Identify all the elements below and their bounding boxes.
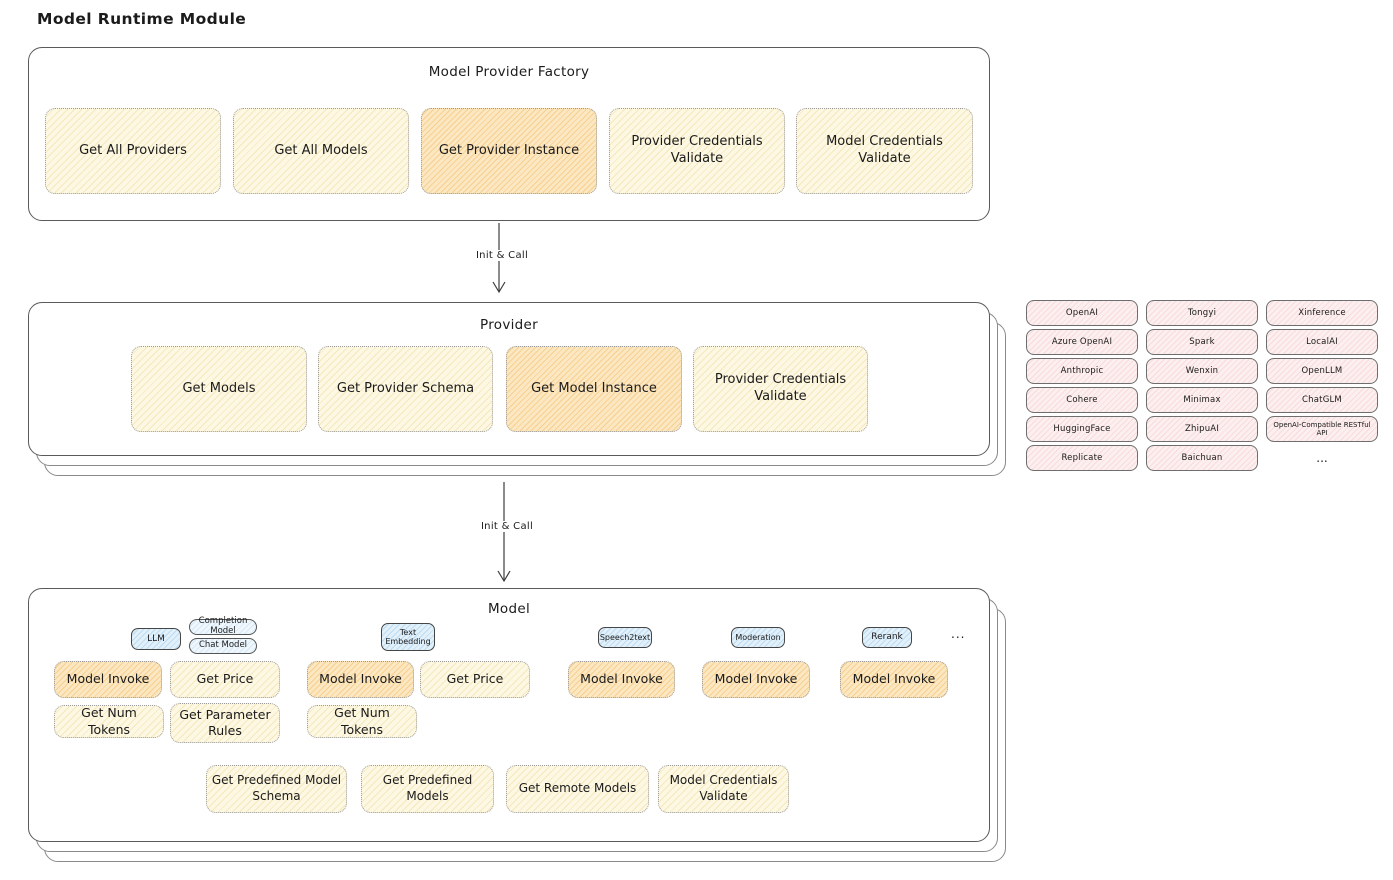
provider-chip-spark: Spark bbox=[1146, 329, 1258, 355]
provider-chip-tongyi: Tongyi bbox=[1146, 300, 1258, 326]
tab-speech2text: Speech2text bbox=[598, 627, 652, 648]
provider-chip-minimax: Minimax bbox=[1146, 387, 1258, 413]
node-get-all-providers: Get All Providers bbox=[45, 108, 221, 194]
tab-chat-model: Chat Model bbox=[189, 638, 257, 654]
provider-name-grid: OpenAI Tongyi Xinference Azure OpenAI Sp… bbox=[1026, 300, 1378, 471]
provider-chip-huggingface: HuggingFace bbox=[1026, 416, 1138, 442]
init-call-label-2: Init & Call bbox=[468, 521, 546, 532]
node-te-get-price: Get Price bbox=[420, 661, 530, 698]
tab-llm: LLM bbox=[131, 628, 181, 650]
node-get-remote-models: Get Remote Models bbox=[506, 765, 649, 813]
node-mod-model-invoke: Model Invoke bbox=[702, 661, 810, 698]
page-title: Model Runtime Module bbox=[37, 10, 247, 28]
tab-text-embedding: Text Embedding bbox=[381, 623, 435, 651]
node-provider-credentials-validate-2: Provider Credentials Validate bbox=[693, 346, 868, 432]
node-llm-get-num-tokens: Get Num Tokens bbox=[54, 705, 164, 738]
provider-chip-anthropic: Anthropic bbox=[1026, 358, 1138, 384]
provider-container: Provider Get Models Get Provider Schema … bbox=[28, 302, 990, 456]
model-title: Model bbox=[487, 601, 531, 617]
provider-chip-xinference: Xinference bbox=[1266, 300, 1378, 326]
provider-chip-openllm: OpenLLM bbox=[1266, 358, 1378, 384]
provider-chip-azure-openai: Azure OpenAI bbox=[1026, 329, 1138, 355]
node-llm-model-invoke: Model Invoke bbox=[54, 661, 162, 698]
node-te-model-invoke: Model Invoke bbox=[307, 661, 414, 698]
node-get-models: Get Models bbox=[131, 346, 307, 432]
provider-chip-wenxin: Wenxin bbox=[1146, 358, 1258, 384]
factory-title: Model Provider Factory bbox=[428, 64, 590, 80]
node-model-credentials-validate: Model Credentials Validate bbox=[796, 108, 973, 194]
node-model-credentials-validate-2: Model Credentials Validate bbox=[658, 765, 789, 813]
tab-completion-model: Completion Model bbox=[189, 616, 257, 636]
factory-container: Model Provider Factory Get All Providers… bbox=[28, 47, 990, 221]
provider-title: Provider bbox=[480, 317, 538, 333]
node-get-model-instance: Get Model Instance bbox=[506, 346, 682, 432]
model-container: Model LLM Completion Model Chat Model Te… bbox=[28, 588, 990, 842]
node-get-all-models: Get All Models bbox=[233, 108, 409, 194]
tab-rerank: Rerank bbox=[862, 627, 912, 648]
provider-chip-localai: LocalAI bbox=[1266, 329, 1378, 355]
node-llm-get-parameter-rules: Get Parameter Rules bbox=[170, 703, 280, 743]
node-provider-credentials-validate: Provider Credentials Validate bbox=[609, 108, 785, 194]
node-get-predefined-model-schema: Get Predefined Model Schema bbox=[206, 765, 347, 813]
node-rerank-model-invoke: Model Invoke bbox=[840, 661, 948, 698]
provider-chip-openai: OpenAI bbox=[1026, 300, 1138, 326]
provider-chip-replicate: Replicate bbox=[1026, 445, 1138, 471]
node-te-get-num-tokens: Get Num Tokens bbox=[307, 705, 417, 738]
init-call-arrow-2 bbox=[497, 482, 511, 583]
provider-chip-cohere: Cohere bbox=[1026, 387, 1138, 413]
provider-grid-more: ... bbox=[1316, 451, 1328, 465]
tab-moderation: Moderation bbox=[731, 627, 785, 648]
provider-chip-zhipuai: ZhipuAI bbox=[1146, 416, 1258, 442]
provider-chip-baichuan: Baichuan bbox=[1146, 445, 1258, 471]
provider-chip-chatglm: ChatGLM bbox=[1266, 387, 1378, 413]
init-call-label-1: Init & Call bbox=[463, 250, 541, 261]
provider-chip-openai-compatible: OpenAI-Compatible RESTful API bbox=[1266, 416, 1378, 442]
node-get-provider-schema: Get Provider Schema bbox=[318, 346, 493, 432]
node-get-provider-instance: Get Provider Instance bbox=[421, 108, 597, 194]
node-get-predefined-models: Get Predefined Models bbox=[361, 765, 494, 813]
node-s2t-model-invoke: Model Invoke bbox=[568, 661, 675, 698]
tabs-more-ellipsis: ... bbox=[951, 627, 966, 641]
node-llm-get-price: Get Price bbox=[170, 661, 280, 698]
